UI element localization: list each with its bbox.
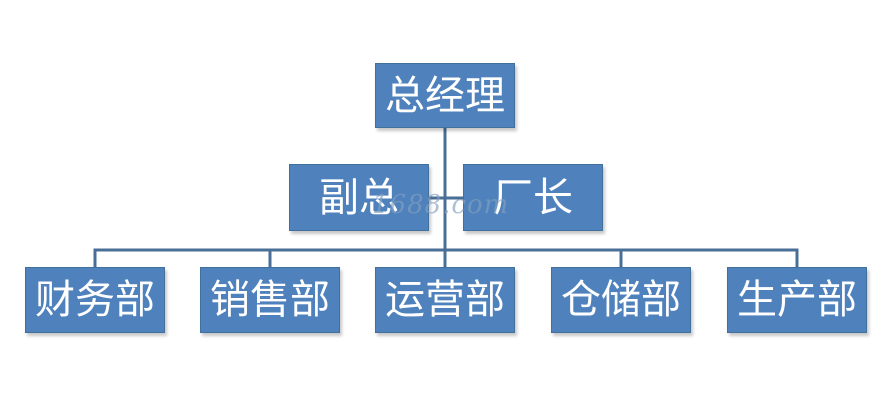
node-sales-dept-label: 销售部 [210, 277, 330, 323]
node-factory-director-label: 厂长 [493, 174, 573, 221]
node-general-manager-label: 总经理 [385, 72, 505, 119]
node-operations-dept: 运营部 [375, 267, 515, 333]
node-factory-director: 厂长 [463, 164, 603, 231]
node-general-manager: 总经理 [375, 63, 515, 128]
node-sales-dept: 销售部 [200, 267, 340, 333]
node-production-dept: 生产部 [727, 267, 867, 333]
node-production-dept-label: 生产部 [737, 277, 857, 323]
node-deputy-manager-label: 副总 [319, 174, 399, 221]
node-warehouse-dept-label: 仓储部 [561, 277, 681, 323]
node-operations-dept-label: 运营部 [385, 277, 505, 323]
watermark: 1688.com [372, 190, 510, 220]
node-finance-dept: 财务部 [25, 267, 165, 333]
node-finance-dept-label: 财务部 [35, 277, 155, 323]
node-deputy-manager: 副总 [289, 164, 429, 231]
node-warehouse-dept: 仓储部 [551, 267, 691, 333]
